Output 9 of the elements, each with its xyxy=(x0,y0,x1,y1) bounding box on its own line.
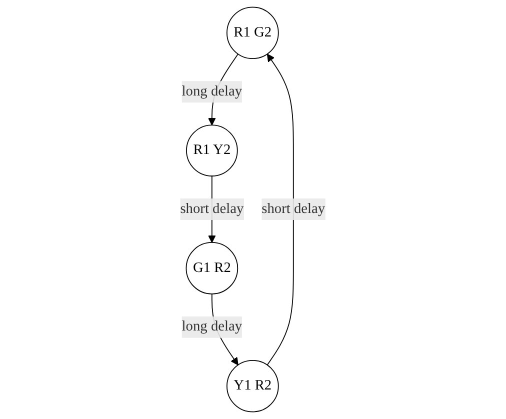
node-circle: Y1 R2 xyxy=(226,360,280,412)
arrow xyxy=(267,54,294,366)
edge-label: short delay xyxy=(180,201,244,216)
edge-label: long delay xyxy=(182,319,242,334)
edge-label: long delay xyxy=(182,84,242,100)
edge-label: short delay xyxy=(262,201,326,216)
node-circle: G1 R2 xyxy=(186,242,238,294)
node-circle: R1 G2 xyxy=(226,6,280,60)
node-circle: R1 Y2 xyxy=(186,124,238,176)
